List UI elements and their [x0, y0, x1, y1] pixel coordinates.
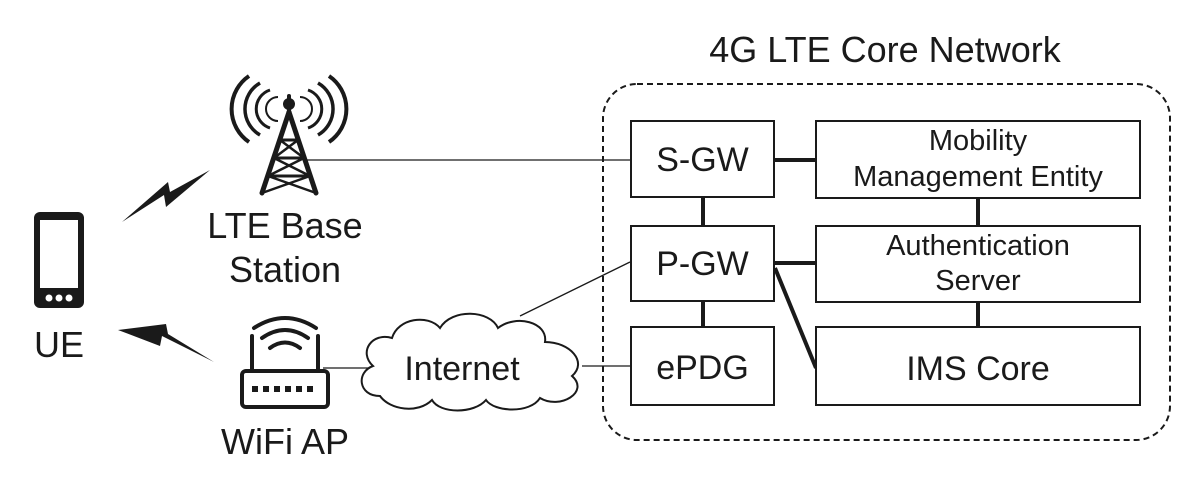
ims-label: IMS Core — [906, 350, 1050, 388]
cell-tower-icon — [229, 74, 349, 196]
ims-node: IMS Core — [815, 326, 1141, 406]
base-station-label-line1: LTE Base — [207, 205, 362, 246]
pgw-node: P-GW — [630, 225, 775, 302]
auth-label-line1: Authentication — [886, 230, 1070, 262]
mme-label-line1: Mobility — [929, 125, 1028, 157]
wireless-link-lte-icon — [122, 170, 210, 222]
sgw-label: S-GW — [656, 141, 749, 179]
auth-node: Authentication Server — [815, 225, 1141, 303]
wifi-ap-label: WiFi AP — [221, 421, 349, 462]
link-pgw-ims — [773, 267, 818, 369]
base-station-label-line2: Station — [229, 249, 341, 290]
internet-label: Internet — [404, 350, 520, 388]
ue-label: UE — [34, 324, 84, 365]
internet-cloud: Internet — [360, 312, 579, 412]
epdg-label: ePDG — [656, 349, 749, 387]
core-network-title: 4G LTE Core Network — [709, 29, 1061, 70]
pgw-label: P-GW — [656, 245, 749, 283]
auth-label-line2: Server — [935, 265, 1021, 297]
cloud-icon — [360, 312, 579, 412]
wireless-link-wifi-icon — [118, 324, 214, 362]
link-internet-pgw — [519, 261, 631, 317]
mme-label-line2: Management Entity — [853, 161, 1103, 193]
sgw-node: S-GW — [630, 120, 775, 198]
mme-node: Mobility Management Entity — [815, 120, 1141, 199]
smartphone-icon — [34, 212, 84, 308]
core-network-boundary — [602, 83, 1171, 441]
epdg-node: ePDG — [630, 326, 775, 406]
wifi-router-icon — [240, 316, 330, 409]
